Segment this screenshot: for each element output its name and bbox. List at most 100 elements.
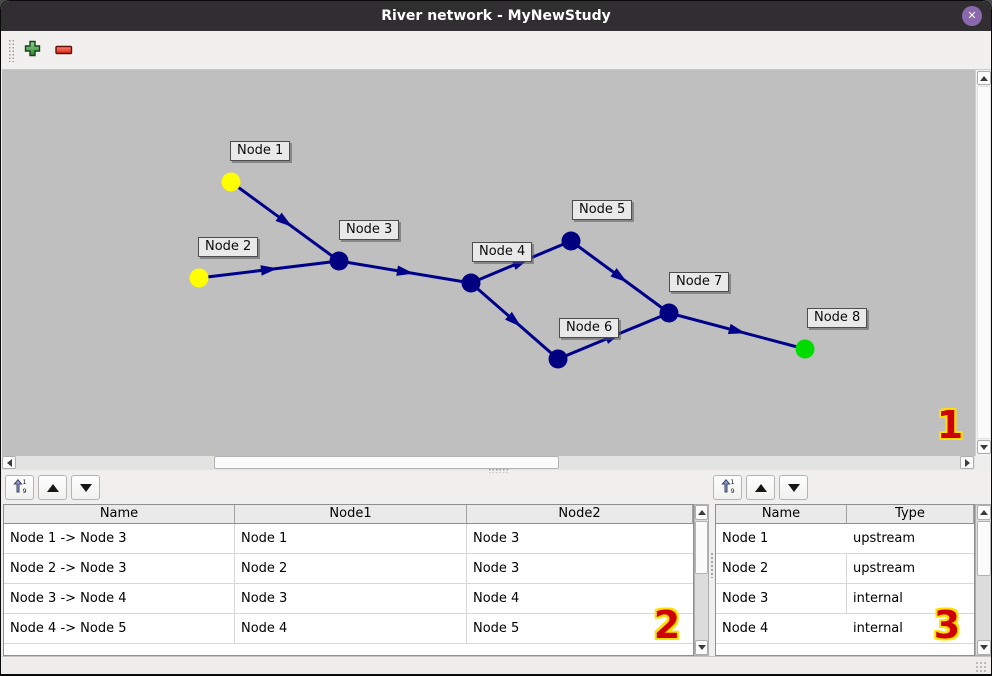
table-scroll-thumb[interactable] xyxy=(977,521,991,576)
table-cell[interactable]: Node 4 -> Node 5 xyxy=(4,614,235,644)
move-connection-up-button[interactable] xyxy=(38,475,67,500)
tables-splitter-grip[interactable] xyxy=(710,552,714,578)
toolbar-drag-handle[interactable] xyxy=(8,39,15,62)
canvas-scroll-left-button[interactable] xyxy=(2,456,16,469)
table-cell[interactable]: Node 4 xyxy=(235,614,467,644)
svg-text:9: 9 xyxy=(22,487,26,494)
minus-icon xyxy=(55,41,73,60)
table-cell[interactable]: Node 2 -> Node 3 xyxy=(4,554,235,584)
table-empty-area xyxy=(716,644,974,655)
table-scroll-up-button[interactable] xyxy=(695,505,708,520)
sort-nodes-button[interactable]: 1 9 xyxy=(713,475,742,500)
nodes-table-scrollbar[interactable] xyxy=(975,504,991,656)
table-scroll-thumb[interactable] xyxy=(695,521,708,574)
node-n3[interactable] xyxy=(329,251,349,271)
canvas-scroll-down-button[interactable] xyxy=(977,440,991,454)
column-header[interactable]: Type xyxy=(847,505,974,524)
node-label-n3[interactable]: Node 3 xyxy=(339,220,400,240)
edge-arrowhead-icon xyxy=(505,311,522,327)
canvas-scroll-up-button[interactable] xyxy=(977,71,991,85)
node-n8[interactable] xyxy=(795,339,815,359)
table-cell[interactable]: Node 5 xyxy=(467,614,693,644)
canvas-scroll-right-button[interactable] xyxy=(960,456,974,469)
node-n6[interactable] xyxy=(548,349,568,369)
pane-splitter-grip[interactable] xyxy=(488,468,508,473)
column-header[interactable]: Name xyxy=(4,505,235,524)
arrow-down-icon xyxy=(980,645,988,650)
table-cell[interactable]: Node 1 xyxy=(716,524,847,554)
table-scroll-down-button[interactable] xyxy=(695,640,708,655)
table-cell[interactable]: Node 3 xyxy=(235,584,467,614)
svg-text:9: 9 xyxy=(730,487,734,494)
node-label-n6[interactable]: Node 6 xyxy=(559,318,620,338)
sort-connections-button[interactable]: 1 9 xyxy=(5,475,34,500)
remove-node-button[interactable] xyxy=(52,38,76,62)
table-cell[interactable]: Node 3 xyxy=(467,554,693,584)
arrow-up-icon xyxy=(980,75,988,81)
sort-ascending-icon: 1 9 xyxy=(720,478,736,498)
tables-toolbar: 1 9 1 9 xyxy=(2,468,991,504)
table-cell[interactable]: Node 2 xyxy=(716,554,847,584)
network-diagram xyxy=(189,172,815,369)
node-n4[interactable] xyxy=(461,273,481,293)
canvas-vscroll-thumb[interactable] xyxy=(977,86,991,439)
node-label-n2[interactable]: Node 2 xyxy=(198,237,259,257)
table-cell[interactable]: Node 1 xyxy=(235,524,467,554)
scrollbar-corner xyxy=(975,456,991,470)
table-cell[interactable]: Node 3 xyxy=(716,584,847,614)
sort-ascending-icon: 1 9 xyxy=(12,478,28,498)
connections-table-scrollbar[interactable] xyxy=(694,504,709,656)
move-node-up-button[interactable] xyxy=(746,475,775,500)
canvas-horizontal-scrollbar[interactable] xyxy=(2,456,975,470)
move-node-down-button[interactable] xyxy=(779,475,808,500)
table-cell[interactable]: Node 4 xyxy=(467,584,693,614)
arrow-right-icon xyxy=(964,458,970,467)
annotation-number-1: 1 xyxy=(936,403,964,447)
table-scroll-up-button[interactable] xyxy=(977,505,991,520)
column-header[interactable]: Node1 xyxy=(235,505,467,524)
arrow-up-icon xyxy=(980,510,988,515)
window-resize-grip[interactable] xyxy=(975,661,987,673)
node-label-n8[interactable]: Node 8 xyxy=(807,308,868,328)
svg-text:1: 1 xyxy=(730,478,734,486)
table-cell[interactable]: upstream xyxy=(847,554,974,584)
node-label-n4[interactable]: Node 4 xyxy=(472,242,533,262)
edge-arrowhead-icon xyxy=(610,268,628,283)
river-network-canvas[interactable]: Node 1 Node 2 Node 3 Node 4 Node 5 Node 6 Node… xyxy=(2,70,975,456)
triangle-down-icon xyxy=(79,483,92,492)
svg-text:1: 1 xyxy=(22,478,26,486)
node-label-n5[interactable]: Node 5 xyxy=(572,200,633,220)
node-label-n1[interactable]: Node 1 xyxy=(230,141,291,161)
table-scroll-down-button[interactable] xyxy=(977,640,991,655)
node-n1[interactable] xyxy=(221,172,241,192)
table-cell[interactable]: Node 1 -> Node 3 xyxy=(4,524,235,554)
main-toolbar xyxy=(2,31,991,70)
window-title: River network - MyNewStudy xyxy=(381,8,611,24)
close-button[interactable]: ✕ xyxy=(962,6,982,26)
node-n2[interactable] xyxy=(189,268,209,288)
column-header[interactable]: Node2 xyxy=(467,505,693,524)
node-n5[interactable] xyxy=(561,231,581,251)
edge-arrowhead-icon xyxy=(260,265,278,276)
table-cell[interactable]: Node 3 -> Node 4 xyxy=(4,584,235,614)
table-cell[interactable]: upstream xyxy=(847,524,974,554)
table-cell[interactable]: Node 4 xyxy=(716,614,847,644)
column-header[interactable]: Name xyxy=(716,505,847,524)
canvas-vertical-scrollbar[interactable] xyxy=(975,70,991,456)
node-n7[interactable] xyxy=(659,303,679,323)
add-node-button[interactable] xyxy=(20,38,44,62)
canvas-hscroll-thumb[interactable] xyxy=(214,456,559,469)
table-cell[interactable]: internal xyxy=(847,614,974,644)
move-connection-down-button[interactable] xyxy=(71,475,100,500)
triangle-up-icon xyxy=(754,483,767,492)
node-label-n7[interactable]: Node 7 xyxy=(669,272,730,292)
table-cell[interactable]: Node 2 xyxy=(235,554,467,584)
annotation-number-3: 3 xyxy=(933,603,961,647)
table-cell[interactable]: Node 3 xyxy=(467,524,693,554)
edge-arrowhead-icon xyxy=(727,323,746,334)
table-cell[interactable]: internal xyxy=(847,584,974,614)
titlebar[interactable]: River network - MyNewStudy ✕ xyxy=(1,1,991,31)
